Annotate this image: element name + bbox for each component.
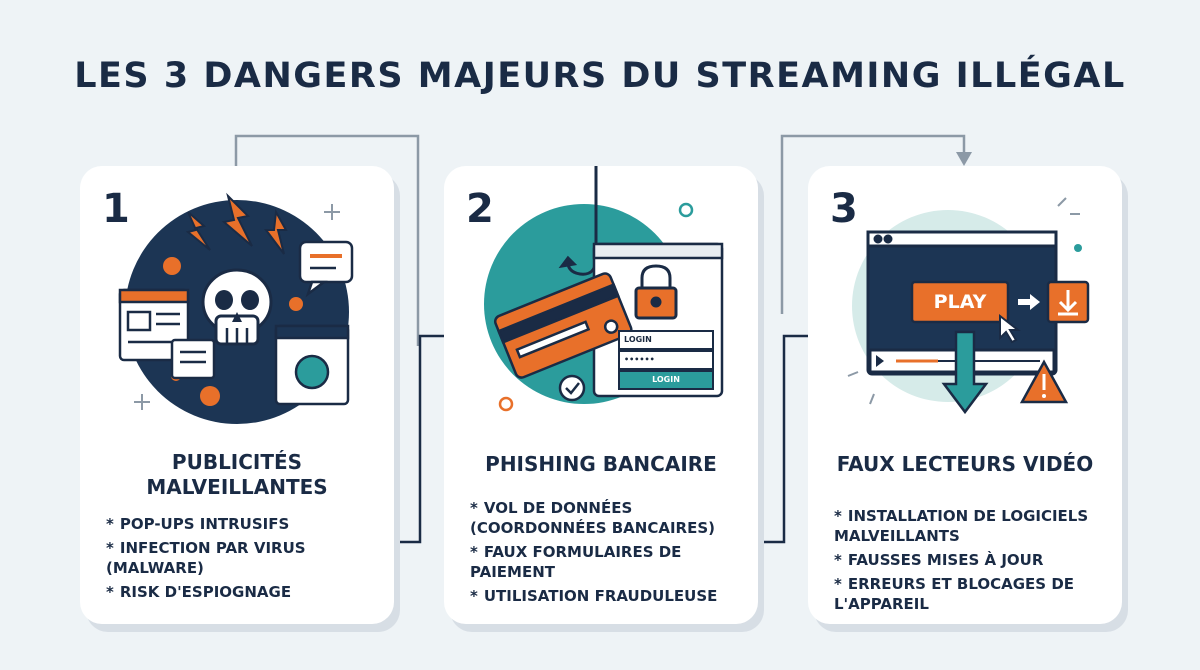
bullet-item: *Faux formulaires de paiement (470, 543, 682, 581)
card-title: Publicités malveillantes (80, 450, 394, 500)
bullet-list: *Installation de logiciels malveillants … (834, 506, 1110, 618)
popup-window-icon (118, 288, 350, 406)
play-button: PLAY (933, 291, 987, 313)
card-title: Faux lecteurs vidéo (808, 452, 1122, 477)
card-title-line-1: Publicités (171, 450, 303, 474)
bullet-list: *Pop-ups intrusifs *Infection par virus … (106, 514, 376, 606)
connector-top-3 (780, 134, 966, 314)
card-number: 2 (466, 186, 494, 232)
arrow-down-icon (941, 330, 989, 415)
bullet-item: *Fausses mises à jour (834, 551, 1044, 569)
danger-card-3: 3 (808, 166, 1122, 624)
phishing-illustration (484, 166, 724, 412)
card-title-line-1: Phishing bancaire (485, 452, 717, 476)
warning-icon (1019, 359, 1069, 404)
malware-ads-illustration (118, 192, 354, 424)
bullet-item: *Infection par virus (malware) (106, 539, 306, 577)
card-title-line-2: malveillantes (146, 475, 328, 499)
bullet-item: *Installation de logiciels malveillants (834, 507, 1089, 545)
fake-player-illustration (847, 197, 1090, 415)
play-button-shape (910, 280, 1010, 324)
bullet-item: *Erreurs et blocages de l'appareil (834, 575, 1075, 613)
skull-icon (201, 268, 273, 346)
credit-card-icon (493, 272, 633, 379)
lightning-icon (185, 192, 288, 255)
bullet-item: *Risk d'espiognage (106, 583, 292, 601)
cursor-icon (999, 313, 1021, 344)
bullet-item: *Utilisation frauduleuse (470, 587, 718, 605)
arrow-head-top-3 (956, 152, 972, 166)
page-title: Les 3 dangers majeurs du streaming illég… (74, 56, 1126, 96)
card-number: 1 (102, 186, 130, 232)
connector-top-1 (234, 134, 420, 346)
bullet-item: *Pop-ups intrusifs (106, 515, 290, 533)
card-title-line-1: Faux lecteurs vidéo (836, 452, 1094, 476)
login-button: LOGIN (618, 370, 714, 390)
card-number: 3 (830, 186, 858, 232)
sparkle-icon (134, 204, 340, 410)
login-input: LOGIN (618, 330, 714, 350)
bullet-item: *Vol de données (coordonnées bancaires) (470, 499, 715, 537)
connector-1-2 (394, 334, 458, 544)
download-icon (1046, 280, 1090, 324)
card-title: Phishing bancaire (444, 452, 758, 477)
danger-card-1: 1 (80, 166, 394, 624)
connector-2-3 (758, 334, 822, 544)
chat-bubble-icon (298, 240, 354, 298)
arrow-right-icon (1018, 294, 1040, 310)
check-icon (558, 374, 586, 402)
password-input: •••••• (618, 350, 714, 370)
bullet-list: *Vol de données (coordonnées bancaires) … (470, 498, 748, 610)
padlock-icon (634, 264, 678, 320)
danger-card-2: 2 LOGIN •••••• LOGIN (444, 166, 758, 624)
sparkle-icon (847, 197, 1080, 405)
